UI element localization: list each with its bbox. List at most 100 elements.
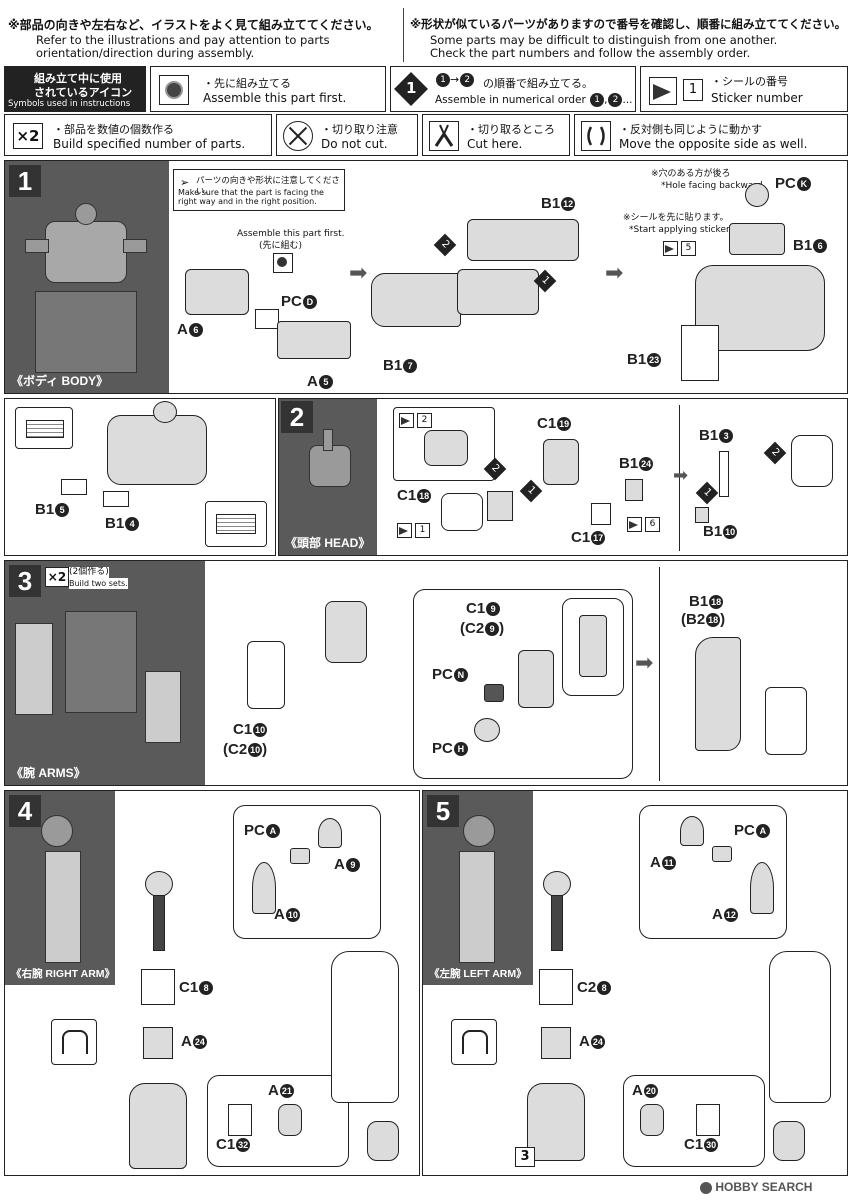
sticker-en: Sticker number: [711, 91, 803, 105]
sticker-icon: [649, 77, 677, 105]
part-hand-r: [367, 1121, 399, 1161]
part-torso-top: [153, 401, 177, 423]
part-pcn: [484, 684, 504, 702]
part-pch: [474, 718, 500, 742]
step4-number: 4: [9, 795, 41, 827]
step2-closeup: [393, 407, 495, 481]
step2-sticker-icon-a: [399, 413, 414, 428]
header-right-notice: ※形状が似ているパーツがありますので番号を確認し、順番に組み立ててください。 S…: [408, 4, 848, 64]
step2-sticker-6: 6: [645, 517, 660, 532]
step1-arrow-1: ➡: [349, 261, 368, 286]
part-c130: [696, 1104, 720, 1136]
part-a12: [750, 862, 774, 914]
step3-x2-icon: ×2: [45, 567, 69, 587]
part-a21: [278, 1104, 302, 1136]
step2-sticker-2: 2: [417, 413, 432, 428]
part-c28: [539, 969, 573, 1005]
symbol-opposite: ・反対側も同じように動かす Move the opposite side as …: [574, 114, 848, 156]
part-a11: [680, 816, 704, 846]
step1-hole-jp: ※穴のある方が後ろ: [651, 169, 731, 179]
part-inner: [457, 269, 539, 315]
step1-first-jp: (先に組む): [259, 241, 303, 251]
step2-divider: [679, 405, 680, 551]
part-a24-r: [143, 1027, 173, 1059]
no-cut-icon: [283, 121, 313, 151]
part-forearm-r: [129, 1083, 187, 1169]
opp-en: Move the opposite side as well.: [619, 137, 808, 151]
order-jp: の順番で組み立てる。: [483, 77, 593, 90]
part-c118: [441, 493, 483, 531]
step1-number: 1: [9, 165, 41, 197]
step3-divider: [659, 567, 660, 781]
part-a6: [185, 269, 249, 315]
step3-number: 3: [9, 565, 41, 597]
part-forearm-assembled: [765, 687, 807, 755]
x2-jp: ・部品を数値の個数作る: [53, 123, 174, 136]
order-step-2-icon: 2: [433, 233, 457, 257]
step2-right-order-1-icon: 1: [695, 481, 719, 505]
header-left-jp: ※部品の向きや左右など、イラストをよく見て組み立ててください。: [8, 18, 379, 32]
part-head-face: [791, 435, 833, 487]
step4-caption: 《右腕 RIGHT ARM》: [11, 968, 115, 980]
note-arrow-icon: ➢: [180, 176, 190, 189]
symbols-title-en: Symbols used in instructions: [8, 99, 131, 109]
order-sequence-icon: 1→2: [435, 73, 475, 87]
order-en: Assemble in numerical order 1,2...: [435, 93, 633, 107]
step1-sticker-icon: [663, 241, 678, 256]
symbol-cut: ・切り取るところ Cut here.: [422, 114, 570, 156]
part-hand-l: [773, 1121, 805, 1161]
sticker-jp: ・シールの番号: [711, 75, 788, 88]
part-c18: [141, 969, 175, 1005]
part-b14: [103, 491, 129, 507]
step1-caption: 《ボディ BODY》: [11, 374, 109, 388]
step1-sticker-number: 5: [681, 241, 696, 256]
nipper-icon: [429, 121, 459, 151]
header-left-en1: Refer to the illustrations and pay atten…: [36, 33, 330, 47]
step1-note-jp: パーツの向きや形状に注意してください。: [196, 176, 340, 197]
step3-x2-jp: (2個作る): [69, 567, 109, 578]
part-shoulder-joint-r: [145, 871, 173, 897]
step2-right-order-2-icon: 2: [763, 441, 787, 465]
symbols-title-box: 組み立て中に使用 されているアイコン Symbols used in instr…: [4, 66, 146, 112]
header-right-en2: Check the part numbers and follow the as…: [430, 46, 751, 60]
part-pck: [745, 183, 769, 207]
step4-cap-icon: [51, 1019, 97, 1065]
step3-arrow: ➡: [635, 651, 654, 676]
step3-x2-en: Build two sets.: [69, 578, 128, 589]
part-b10: [695, 507, 709, 523]
step5-ref-step-box: 3: [515, 1147, 535, 1167]
header-left-en2: orientation/direction during assembly.: [36, 46, 255, 60]
part-b124: [625, 479, 643, 501]
step2-number: 2: [281, 401, 313, 433]
part-a20: [640, 1104, 664, 1136]
symbol-first: ・先に組み立てる Assemble this part first.: [150, 66, 386, 112]
vent-closeup-top: [15, 407, 73, 449]
